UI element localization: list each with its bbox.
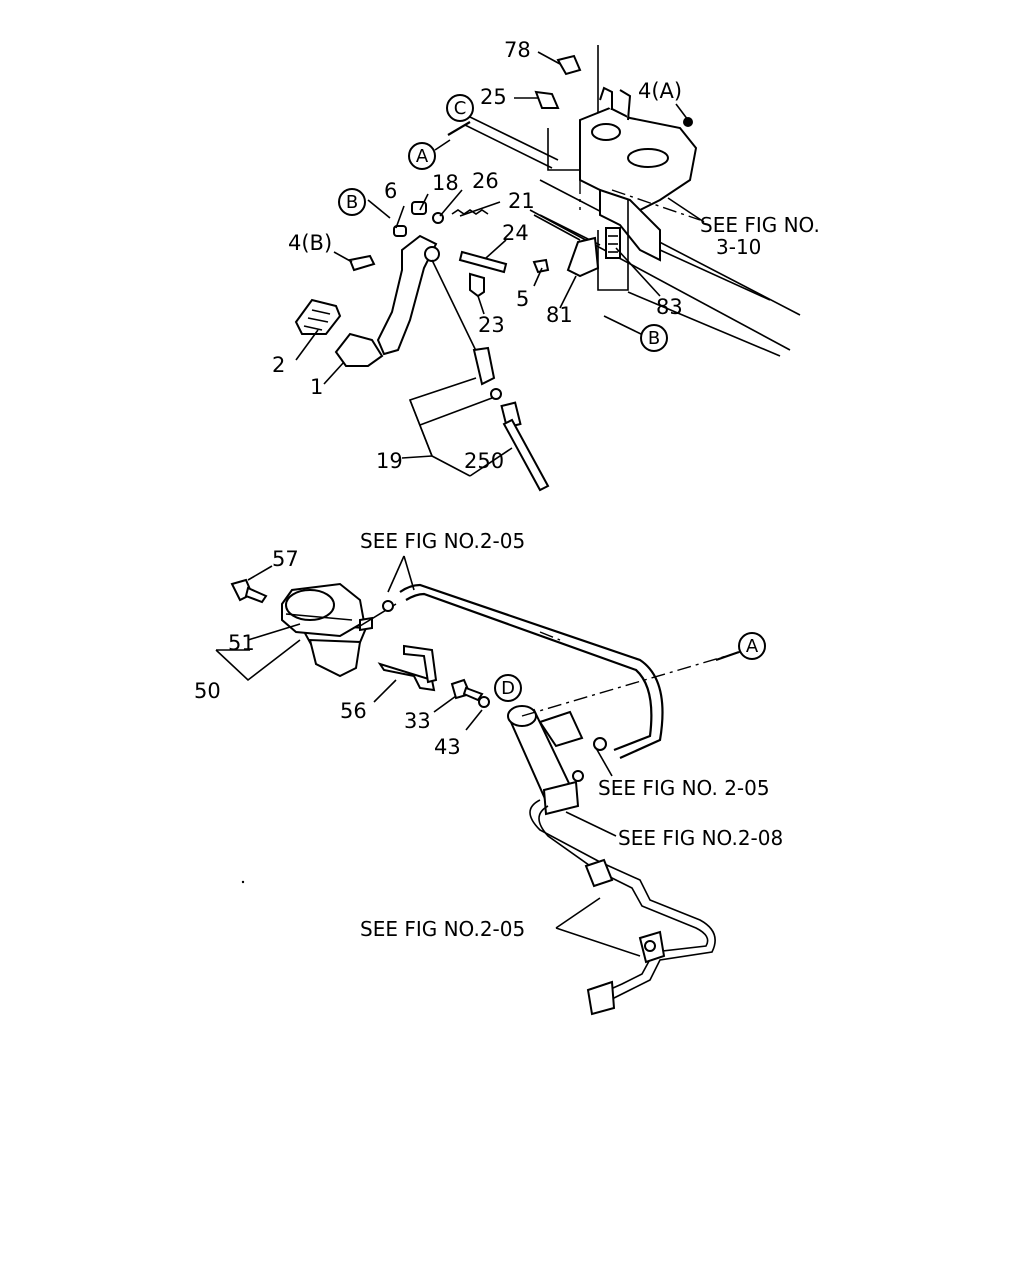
callout-25: 25 xyxy=(480,85,507,109)
pedal-bracket xyxy=(547,45,701,291)
bolt-33 xyxy=(433,678,484,713)
callout-83: 83 xyxy=(656,295,683,319)
callout-1: 1 xyxy=(310,375,323,399)
ref-a2-label: A xyxy=(746,636,759,657)
callout-24: 24 xyxy=(502,221,529,245)
clutch-pipe xyxy=(529,799,716,1016)
ref-a-label: A xyxy=(416,146,429,167)
ref-d-label: D xyxy=(501,678,515,699)
ref-d: D xyxy=(494,674,522,702)
ref-a-lower: A xyxy=(715,632,766,662)
callout-57: 57 xyxy=(272,547,299,571)
frame-rails xyxy=(529,179,801,357)
upper-leaders xyxy=(295,51,705,385)
note-see-fig-2-05-bottom: SEE FIG NO.2-05 xyxy=(360,917,525,941)
note-see-fig-3-10-line2: 3-10 xyxy=(716,235,761,259)
bracket-56 xyxy=(373,644,438,703)
ref-b-label: B xyxy=(346,192,358,213)
callout-5: 5 xyxy=(516,287,529,311)
callout-50: 50 xyxy=(194,679,221,703)
callout-43: 43 xyxy=(434,735,461,759)
callout-33: 33 xyxy=(404,709,431,733)
callout-23: 23 xyxy=(478,313,505,337)
stray-dot xyxy=(241,880,245,884)
master-cylinder xyxy=(507,651,741,816)
callout-4b: 4(B) xyxy=(288,231,332,255)
callout-19: 19 xyxy=(376,449,403,473)
note-see-fig-3-10-line1: SEE FIG NO. xyxy=(700,213,820,237)
ref-b-upper: B xyxy=(338,188,366,216)
pushrod-link xyxy=(447,116,559,169)
ref-a-upper: A xyxy=(408,139,451,170)
callout-26: 26 xyxy=(472,169,499,193)
callout-18: 18 xyxy=(432,171,459,195)
note-see-fig-2-08: SEE FIG NO.2-08 xyxy=(618,826,783,850)
note-see-fig-2-05-mid: SEE FIG NO. 2-05 xyxy=(598,776,770,800)
callout-21: 21 xyxy=(508,189,535,213)
callout-2: 2 xyxy=(272,353,285,377)
ref-b-lower: B xyxy=(603,315,668,352)
group-bracket-19-250 xyxy=(401,377,513,477)
note-see-fig-2-05-top: SEE FIG NO.2-05 xyxy=(360,529,525,553)
pedal-pad-texture xyxy=(303,309,331,331)
lower-leaders xyxy=(215,555,641,957)
callout-78: 78 xyxy=(504,38,531,62)
clutch-pedal xyxy=(294,234,440,367)
master-cylinder-pushrod xyxy=(431,259,550,492)
callout-81: 81 xyxy=(546,303,573,327)
bolt-57 xyxy=(230,565,273,604)
callout-250: 250 xyxy=(464,449,504,473)
ref-c-upper: C xyxy=(446,94,474,122)
callout-56: 56 xyxy=(340,699,367,723)
reservoir-tank xyxy=(281,582,373,678)
callout-6: 6 xyxy=(384,179,397,203)
pivot-hardware xyxy=(348,201,550,298)
ref-c-label: C xyxy=(454,98,467,119)
callout-51: 51 xyxy=(228,631,255,655)
clutch-switch-bracket xyxy=(533,214,621,278)
callout-4a: 4(A) xyxy=(638,79,682,103)
reservoir-hose xyxy=(359,583,664,760)
washer-43 xyxy=(465,696,490,731)
ref-b2-label: B xyxy=(648,328,660,349)
